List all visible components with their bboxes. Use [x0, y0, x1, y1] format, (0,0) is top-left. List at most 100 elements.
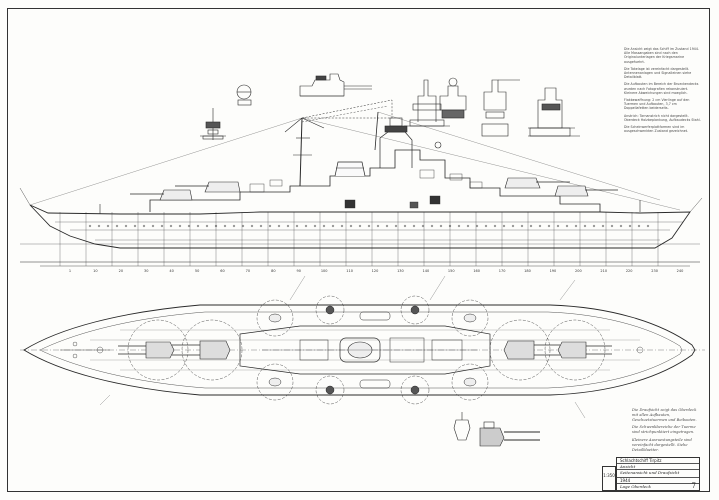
- porthole: [637, 224, 641, 228]
- frame-number-label: 180: [524, 269, 531, 273]
- porthole: [142, 224, 146, 228]
- porthole: [97, 224, 101, 228]
- note-text: Die Takelage ist vereinfacht dargestellt…: [624, 66, 692, 80]
- turret-bruno-plan: [172, 340, 231, 360]
- porthole: [574, 224, 578, 228]
- porthole: [376, 224, 380, 228]
- note-text: Flakbewaffnung: 2 cm Vierlinge auf den T…: [624, 98, 690, 111]
- drawing-frame: [7, 8, 710, 492]
- porthole: [286, 224, 290, 228]
- porthole: [241, 224, 245, 228]
- porthole: [592, 224, 596, 228]
- title-block: Schlachtschiff Tirpitz Ansicht Seitenans…: [616, 457, 700, 491]
- notes-top-right: Die Ansicht zeigt das Schiff im Zustand …: [624, 47, 702, 136]
- porthole: [331, 224, 335, 228]
- detail-turret-front: [453, 412, 540, 447]
- porthole: [124, 224, 128, 228]
- detail-secondary-mount: [404, 79, 450, 127]
- porthole: [133, 224, 137, 228]
- porthole: [223, 224, 227, 228]
- porthole: [439, 224, 443, 228]
- porthole: [259, 224, 263, 228]
- frame-number-label: 70: [246, 269, 250, 273]
- porthole: [421, 224, 425, 228]
- main-mast: [299, 117, 303, 187]
- porthole: [394, 224, 398, 228]
- turret-dora-side: [554, 185, 618, 197]
- porthole: [349, 224, 353, 228]
- detail-flak-director: [434, 77, 467, 149]
- note-text: Die Schwenkbereiche der Tuerme sind stri…: [632, 425, 696, 435]
- frame-number-label: 30: [144, 269, 148, 273]
- porthole: [583, 224, 587, 228]
- turret-dora-plan: [557, 341, 612, 359]
- porthole: [268, 224, 272, 228]
- title-ship-name: Schlachtschiff Tirpitz: [617, 458, 699, 464]
- turret-anton-side: [130, 189, 193, 201]
- porthole: [232, 224, 236, 228]
- title-row-year: 1944: [617, 478, 699, 484]
- frame-number-label: 40: [169, 269, 173, 273]
- turret-caesar-side: [504, 177, 570, 189]
- porthole: [250, 224, 254, 228]
- porthole: [304, 224, 308, 228]
- porthole: [196, 224, 200, 228]
- frame-number-label: 240: [677, 269, 684, 273]
- porthole: [106, 224, 110, 228]
- note-text: Die Draufsicht zeigt das Oberdeck mit al…: [632, 408, 697, 422]
- detail-searchlight: [481, 79, 520, 137]
- turret-anton-plan: [118, 341, 175, 359]
- frame-number-label: 140: [422, 269, 429, 273]
- porthole: [358, 224, 362, 228]
- porthole: [619, 224, 623, 228]
- porthole: [520, 224, 524, 228]
- note-text: Anstrich: Tarnanstrich nicht dargestellt…: [624, 113, 701, 122]
- frame-number-label: 60: [220, 269, 224, 273]
- porthole: [178, 224, 182, 228]
- porthole: [277, 224, 281, 228]
- frame-number-label: 1: [69, 269, 71, 273]
- frame-number-label: 160: [473, 269, 480, 273]
- porthole: [565, 224, 569, 228]
- scale-box: 1:350: [602, 466, 616, 491]
- frame-number-label: 150: [448, 269, 455, 273]
- frame-number-label: 10: [93, 269, 97, 273]
- porthole: [475, 224, 479, 228]
- porthole: [457, 224, 461, 228]
- notes-bottom-right: Die Draufsicht zeigt das Oberdeck mit al…: [632, 408, 702, 455]
- porthole: [556, 224, 560, 228]
- porthole: [511, 224, 515, 228]
- scale-text: 1:350: [603, 473, 615, 478]
- porthole: [187, 224, 191, 228]
- detail-rangefinder: [236, 84, 252, 106]
- porthole: [403, 224, 407, 228]
- note-text: Die Ansicht zeigt das Schiff im Zustand …: [624, 47, 699, 64]
- superstructure: [149, 149, 601, 212]
- frame-number-label: 130: [397, 269, 404, 273]
- porthole: [295, 224, 299, 228]
- porthole: [169, 224, 173, 228]
- porthole: [601, 224, 605, 228]
- side-view: [19, 99, 703, 267]
- frame-number-label: 220: [626, 269, 633, 273]
- frame-number-label: 120: [372, 269, 379, 273]
- porthole: [115, 224, 119, 228]
- porthole: [484, 224, 488, 228]
- note-text: Die Scheinwerferplattformen sind im ausg…: [624, 125, 689, 134]
- turret-caesar-plan: [503, 340, 560, 360]
- porthole: [412, 224, 416, 228]
- porthole: [313, 224, 317, 228]
- frame-number-label: 80: [271, 269, 275, 273]
- frame-number-label: 90: [297, 269, 301, 273]
- superstructure-plan: [239, 325, 491, 375]
- note-text: Die Aufbauten im Bereich der Brueckendec…: [624, 82, 699, 95]
- detail-mast-top: [200, 108, 226, 140]
- porthole: [88, 224, 92, 228]
- detail-tower: [528, 87, 580, 137]
- porthole: [547, 224, 551, 228]
- porthole: [340, 224, 344, 228]
- detail-sketches: [200, 73, 580, 149]
- porthole: [466, 224, 470, 228]
- porthole: [160, 224, 164, 228]
- porthole: [538, 224, 542, 228]
